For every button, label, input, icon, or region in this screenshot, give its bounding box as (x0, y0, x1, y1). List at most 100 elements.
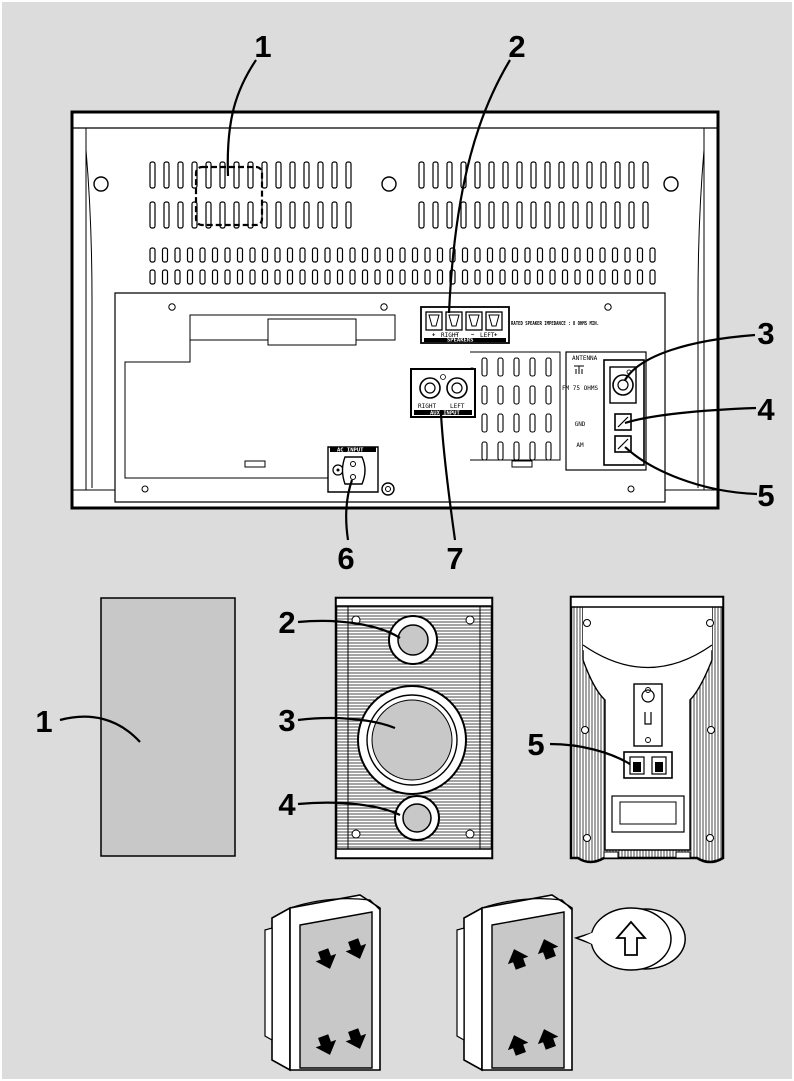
callout-7: 7 (446, 541, 463, 576)
left-label: LEFT (480, 332, 495, 339)
vent-slot (545, 357, 552, 377)
arrow-shape (345, 938, 367, 959)
vent-slot (386, 269, 394, 285)
vent-slot (432, 161, 439, 189)
vent-slot (336, 247, 344, 263)
vent-slot (161, 247, 169, 263)
vent-slot (436, 247, 444, 263)
vent-slot (247, 201, 254, 229)
arrow-shape (315, 1034, 337, 1055)
vent-slot (163, 161, 170, 189)
vent-slot (649, 247, 656, 263)
vent-slot (536, 247, 544, 263)
callout-6: 6 (337, 541, 354, 576)
vent-slot (446, 201, 453, 229)
callout-5: 5 (757, 478, 774, 513)
vent-slot (599, 269, 606, 285)
vent-slot (530, 161, 537, 189)
callout-front-4: 4 (278, 787, 296, 822)
vent-slot (345, 201, 352, 229)
vent-slot (536, 269, 544, 285)
vent-slot (497, 385, 504, 405)
terminal-lever (428, 314, 440, 327)
vent-slot (481, 441, 488, 461)
vent-slot (199, 269, 206, 285)
vent-slot (233, 161, 240, 189)
vent-slot (561, 269, 569, 285)
vent-slot (436, 269, 444, 285)
gnd-label: GND (575, 421, 586, 428)
mounting-arrow-icon (537, 1029, 559, 1050)
vent-slot (386, 247, 394, 263)
vent-slot (374, 247, 381, 263)
leader-lines-front (297, 619, 401, 816)
arrow-shape (537, 939, 559, 960)
vent-slot (474, 201, 481, 229)
vent-slot (219, 201, 226, 229)
antenna-icon (574, 365, 584, 374)
vent-slot (516, 201, 523, 229)
vent-slot (186, 247, 194, 263)
fm-label: FM 75 OHMS (562, 385, 599, 392)
callout-grille-1: 1 (35, 704, 52, 739)
vent-slot (149, 201, 156, 229)
minus-sign: − (455, 332, 459, 338)
vent-slot (600, 201, 607, 229)
callout-back-5: 5 (527, 727, 544, 762)
terminal-lever (488, 314, 500, 327)
vent-slot (513, 441, 520, 461)
speaker-front (334, 596, 494, 860)
vent-slot (331, 201, 338, 229)
vent-slot (513, 385, 520, 405)
up-arrow-bubble (573, 907, 686, 971)
arrow-shape (507, 1035, 529, 1056)
vent-slot (461, 247, 469, 263)
vent-slot (544, 161, 551, 189)
vent-slot (289, 161, 296, 189)
vent-slots (149, 161, 656, 285)
mounting-arrow-icon (537, 939, 559, 960)
callout-1: 1 (254, 29, 271, 64)
vent-slot (205, 161, 212, 189)
vent-slot (324, 269, 331, 285)
vent-slot (286, 269, 294, 285)
lower-vent-slots (481, 357, 552, 461)
vent-slot (399, 269, 406, 285)
antenna-label: ANTENNA (572, 355, 598, 362)
aux-input-jacks: RIGHT LEFT AUX INPUT (410, 368, 476, 418)
vent-slot (611, 247, 619, 263)
vent-slot (149, 269, 156, 285)
vent-slot (549, 269, 556, 285)
vent-slot (211, 247, 219, 263)
vent-slot (311, 269, 319, 285)
vent-slot (513, 357, 520, 377)
vent-slot (545, 441, 552, 461)
mounting-arrow-icon (507, 1035, 529, 1056)
speaker-terminals: SPEAKERS RIGHT LEFT + − − + RATED SPEAKE… (420, 306, 599, 344)
vent-slot (233, 201, 240, 229)
vent-slot (572, 161, 579, 189)
vent-slot (236, 247, 244, 263)
vent-slot (261, 269, 269, 285)
vent-slot (558, 161, 565, 189)
vent-slot (460, 201, 467, 229)
speakers-label: SPEAKERS (447, 338, 474, 344)
vent-slot (303, 201, 310, 229)
vent-slot (529, 413, 536, 433)
plus-sign: + (494, 332, 498, 338)
vent-slot (411, 247, 419, 263)
vent-slot (249, 247, 256, 263)
vent-slot (513, 413, 520, 433)
vent-slot (549, 247, 556, 263)
vent-slot (299, 247, 306, 263)
vent-slot (317, 201, 324, 229)
vent-slot (530, 201, 537, 229)
vent-slot (418, 161, 425, 189)
vent-slot (249, 269, 256, 285)
vent-slot (545, 385, 552, 405)
leader-lines (226, 59, 758, 541)
vent-slot (461, 269, 469, 285)
vent-slot (177, 201, 184, 229)
callout-3: 3 (757, 316, 774, 351)
